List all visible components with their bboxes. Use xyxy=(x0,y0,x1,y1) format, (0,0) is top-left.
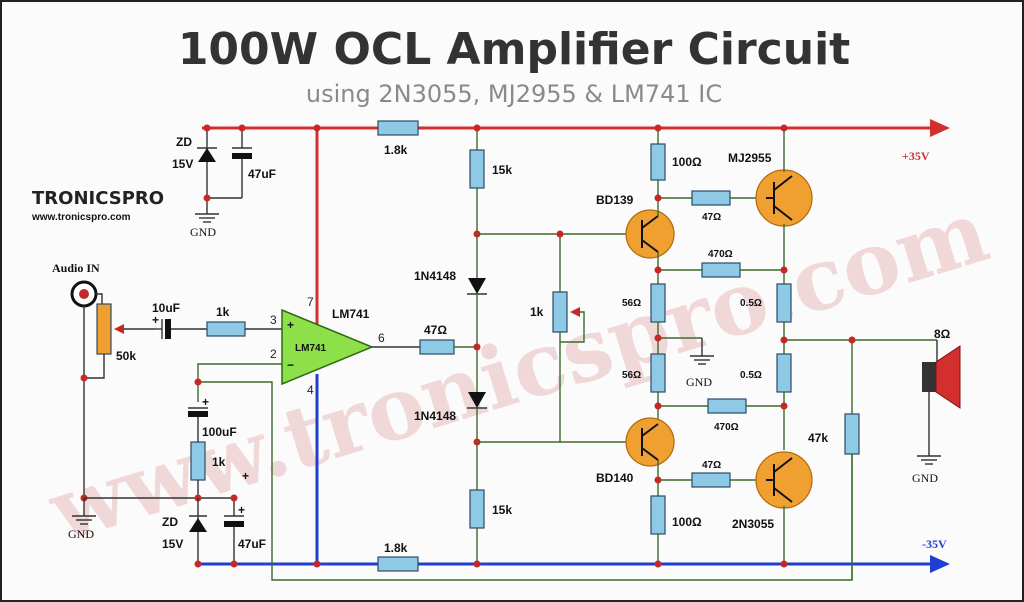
cap-bottom-label: 47uF xyxy=(238,537,266,551)
diode-top xyxy=(468,278,486,294)
opamp-body-label: LM741 xyxy=(295,343,327,354)
resistor-470-top xyxy=(701,262,741,278)
cap-10u-plus-icon: + xyxy=(152,313,159,327)
positive-rail-label: +35V xyxy=(902,149,930,163)
r-bottom-1-8k-label: 1.8k xyxy=(384,541,408,555)
r-47-top-label: 47Ω xyxy=(702,212,721,223)
resistor-470-bottom xyxy=(707,398,747,414)
cap-100u-label: 100uF xyxy=(202,425,237,439)
opamp-pin6-label: 6 xyxy=(378,331,385,345)
brand-name: TRONICSPRO xyxy=(32,188,164,209)
mj2955-base-resistor-47 xyxy=(691,190,731,206)
transistor-2n3055 xyxy=(755,451,813,509)
bias-resistor-top-15k xyxy=(469,149,485,189)
r-bias-top-15k-label: 15k xyxy=(492,163,512,177)
opamp-plus-icon: + xyxy=(287,318,294,332)
diode-bottom xyxy=(468,392,486,408)
brand-url: www.tronicspro.com xyxy=(31,212,131,223)
page-title: 100W OCL Amplifier Circuit xyxy=(178,24,850,75)
negative-rail-arrow-icon xyxy=(930,555,950,573)
negative-rail-label: -35V xyxy=(922,537,947,551)
bd139-collector-resistor-100 xyxy=(650,143,666,181)
r-47-bottom-label: 47Ω xyxy=(702,460,721,471)
gnd-top-label: GND xyxy=(190,225,216,239)
diode-bottom-label: 1N4148 xyxy=(414,409,456,423)
pot-1k-label: 1k xyxy=(530,305,544,319)
transistor-mj2955 xyxy=(755,169,813,227)
speaker-impedance-label: 8Ω xyxy=(934,327,951,341)
bd140-label: BD140 xyxy=(596,471,634,485)
opamp-pin3-label: 3 xyxy=(270,313,277,327)
cap-bottom-plus-icon: + xyxy=(238,503,245,517)
input-potentiometer[interactable] xyxy=(96,303,112,355)
input-resistor-1k xyxy=(206,321,246,337)
emitter-resistor-0-5-top xyxy=(776,283,792,323)
audio-input-jack-pin-icon xyxy=(79,289,89,299)
r-0-5-bottom-label: 0.5Ω xyxy=(740,370,762,381)
zd-bottom-voltage: 15V xyxy=(162,537,183,551)
positive-rail-arrow-icon xyxy=(930,119,950,137)
r-470-top-label: 470Ω xyxy=(708,249,733,260)
r-fb-1k-label: 1k xyxy=(212,455,226,469)
zener-top xyxy=(195,128,252,223)
bias-trim-pot-1k[interactable] xyxy=(552,291,568,333)
zd-top-voltage: 15V xyxy=(172,157,193,171)
r-input-1k-label: 1k xyxy=(216,305,230,319)
resistor-56-top xyxy=(650,283,666,323)
page-subtitle: using 2N3055, MJ2955 & LM741 IC xyxy=(306,80,722,108)
brand-logo: TRONICSPRO www.tronicspro.com xyxy=(31,188,164,223)
transistor-bd139 xyxy=(625,209,675,259)
opamp-name-label: LM741 xyxy=(332,307,370,321)
watermark: www.tronicspro.com xyxy=(38,181,1000,563)
opamp-minus-icon: − xyxy=(287,358,294,372)
r-56-top-label: 56Ω xyxy=(622,298,641,309)
opamp-output-resistor-47 xyxy=(419,339,455,355)
cap-top-plus-icon: + xyxy=(242,469,249,483)
feedback-ground-resistor-1k xyxy=(190,441,206,481)
resistor-56-bottom xyxy=(650,353,666,393)
r-out-47-label: 47Ω xyxy=(424,323,447,337)
pot-50k-label: 50k xyxy=(116,349,136,363)
r-100-top-label: 100Ω xyxy=(672,155,702,169)
bd140-collector-resistor-100 xyxy=(650,495,666,535)
cap-top-label: 47uF xyxy=(248,167,276,181)
bias-resistor-bottom-15k xyxy=(469,489,485,529)
r-bias-bottom-15k-label: 15k xyxy=(492,503,512,517)
2n3055-label: 2N3055 xyxy=(732,517,774,531)
rail-resistor-bottom-1-8k xyxy=(377,556,419,572)
gnd-speaker-label: GND xyxy=(912,471,938,485)
r-47k-label: 47k xyxy=(808,431,828,445)
r-470-bottom-label: 470Ω xyxy=(714,422,739,433)
r-56-bottom-label: 56Ω xyxy=(622,370,641,381)
opamp-pin4-label: 4 xyxy=(307,383,314,397)
opamp-pin2-label: 2 xyxy=(270,347,277,361)
cap-100u-plus-icon: + xyxy=(202,395,209,409)
zd-bottom-label: ZD xyxy=(162,515,178,529)
feedback-resistor-47k xyxy=(844,413,860,455)
pot-wiper-arrow-icon xyxy=(114,324,124,334)
r-100-bottom-label: 100Ω xyxy=(672,515,702,529)
gnd-input-label: GND xyxy=(68,527,94,541)
zd-top-label: ZD xyxy=(176,135,192,149)
diode-top-label: 1N4148 xyxy=(414,269,456,283)
opamp-lm741 xyxy=(281,308,374,386)
zener-bottom xyxy=(189,498,244,564)
opamp-pin7-label: 7 xyxy=(307,295,314,309)
mj2955-label: MJ2955 xyxy=(728,151,772,165)
2n3055-base-resistor-47 xyxy=(691,472,731,488)
cap-10u-label: 10uF xyxy=(152,301,180,315)
emitter-resistor-0-5-bottom xyxy=(776,353,792,393)
rail-resistor-top-1-8k xyxy=(377,120,419,136)
bias-pot-wiper-icon xyxy=(570,307,580,317)
speaker xyxy=(922,345,961,409)
bd139-label: BD139 xyxy=(596,193,634,207)
gnd-mid-label: GND xyxy=(686,375,712,389)
audio-in-label: Audio IN xyxy=(52,261,100,275)
r-0-5-top-label: 0.5Ω xyxy=(740,298,762,309)
r-top-1-8k-label: 1.8k xyxy=(384,143,408,157)
transistor-bd140 xyxy=(625,417,675,467)
